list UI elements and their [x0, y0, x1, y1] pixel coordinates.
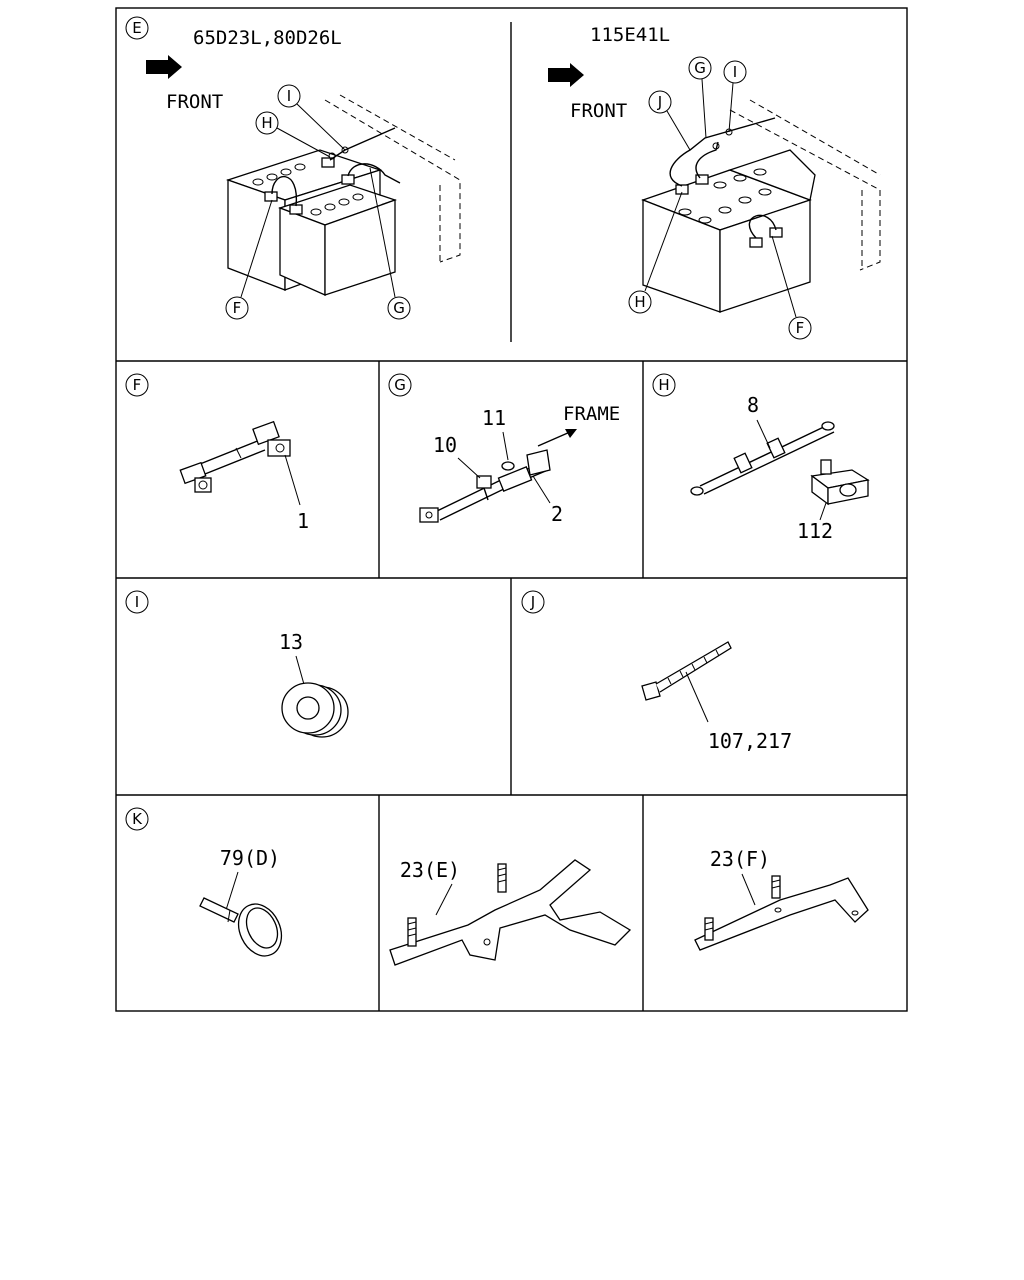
panel-bracket-f: 23(F) — [694, 847, 869, 951]
panel-j-marker: J — [530, 593, 535, 611]
battery-cable-part-1 — [179, 420, 291, 493]
svg-text:I: I — [287, 87, 291, 105]
panel-k: K 79(D) — [125, 807, 283, 957]
callout-j-right: J — [648, 90, 691, 151]
callout-g-left: G — [369, 167, 411, 320]
panel-g: G FRAME 10 11 2 — [388, 373, 620, 526]
callout-i-right: I — [723, 60, 747, 133]
frame-direction-arrow-icon — [537, 429, 577, 447]
svg-text:I: I — [733, 63, 737, 81]
svg-text:H: H — [261, 114, 272, 132]
svg-text:H: H — [634, 293, 645, 311]
part-number-10: 10 — [433, 433, 457, 457]
callout-i-left: I — [277, 84, 346, 151]
battery-right-illustration — [641, 99, 881, 313]
bracket-part-23f — [694, 875, 869, 951]
panel-k-marker: K — [132, 810, 143, 828]
panel-f: F 1 — [125, 373, 309, 533]
callout-h-left: H — [255, 111, 331, 158]
svg-text:G: G — [694, 59, 706, 77]
panel-i-marker: I — [135, 593, 139, 611]
panel-e-marker: E — [132, 19, 141, 37]
panel-h-marker: H — [658, 376, 669, 394]
svg-text:F: F — [796, 319, 805, 337]
frame-label: FRAME — [563, 403, 620, 425]
panel-e-right-title: 115E41L — [590, 24, 670, 46]
panel-i: I 13 — [125, 590, 349, 738]
part-number-79d: 79(D) — [220, 846, 280, 870]
callout-g-right: G — [688, 56, 712, 139]
svg-text:G: G — [393, 299, 405, 317]
panel-e-left-title: 65D23L,80D26L — [193, 27, 342, 49]
panel-f-marker: F — [133, 376, 142, 394]
panel-h: H 8 112 — [652, 373, 870, 543]
panel-e: E 65D23L,80D26L 115E41L FRONT FRONT — [125, 16, 881, 340]
bracket-part-23e — [389, 859, 632, 966]
part-number-23e: 23(E) — [400, 858, 460, 882]
clip-part-79d — [199, 897, 283, 957]
part-number-2: 2 — [551, 502, 563, 526]
part-number-11: 11 — [482, 406, 506, 430]
grommet-part-13 — [281, 682, 349, 738]
part-number-8: 8 — [747, 393, 759, 417]
part-number-13: 13 — [279, 630, 303, 654]
part-number-107-217: 107,217 — [708, 729, 792, 753]
front-label-left: FRONT — [166, 91, 223, 113]
callout-h-right: H — [628, 191, 683, 314]
panel-g-marker: G — [394, 376, 406, 394]
panel-grid — [115, 7, 908, 1012]
front-arrow-icon — [548, 63, 584, 87]
svg-text:F: F — [233, 299, 242, 317]
svg-text:J: J — [657, 93, 662, 111]
part-number-23f: 23(F) — [710, 847, 770, 871]
terminal-clamp-part-112 — [810, 459, 870, 506]
cable-tie-part-107-217 — [641, 641, 732, 701]
washer-part-11 — [501, 461, 515, 471]
battery-left-illustration — [225, 94, 461, 297]
panel-bracket-e: 23(E) — [389, 858, 632, 966]
battery-cable-part-8 — [690, 421, 835, 496]
front-arrow-icon — [146, 55, 182, 79]
panel-j: J 107,217 — [521, 590, 792, 753]
callout-f-right: F — [771, 235, 812, 340]
ground-cable-part-2 — [419, 449, 551, 523]
callout-f-left: F — [225, 199, 273, 320]
part-number-1: 1 — [297, 509, 309, 533]
bolt-part-10 — [476, 475, 492, 501]
part-number-112: 112 — [797, 519, 833, 543]
front-label-right: FRONT — [570, 100, 627, 122]
